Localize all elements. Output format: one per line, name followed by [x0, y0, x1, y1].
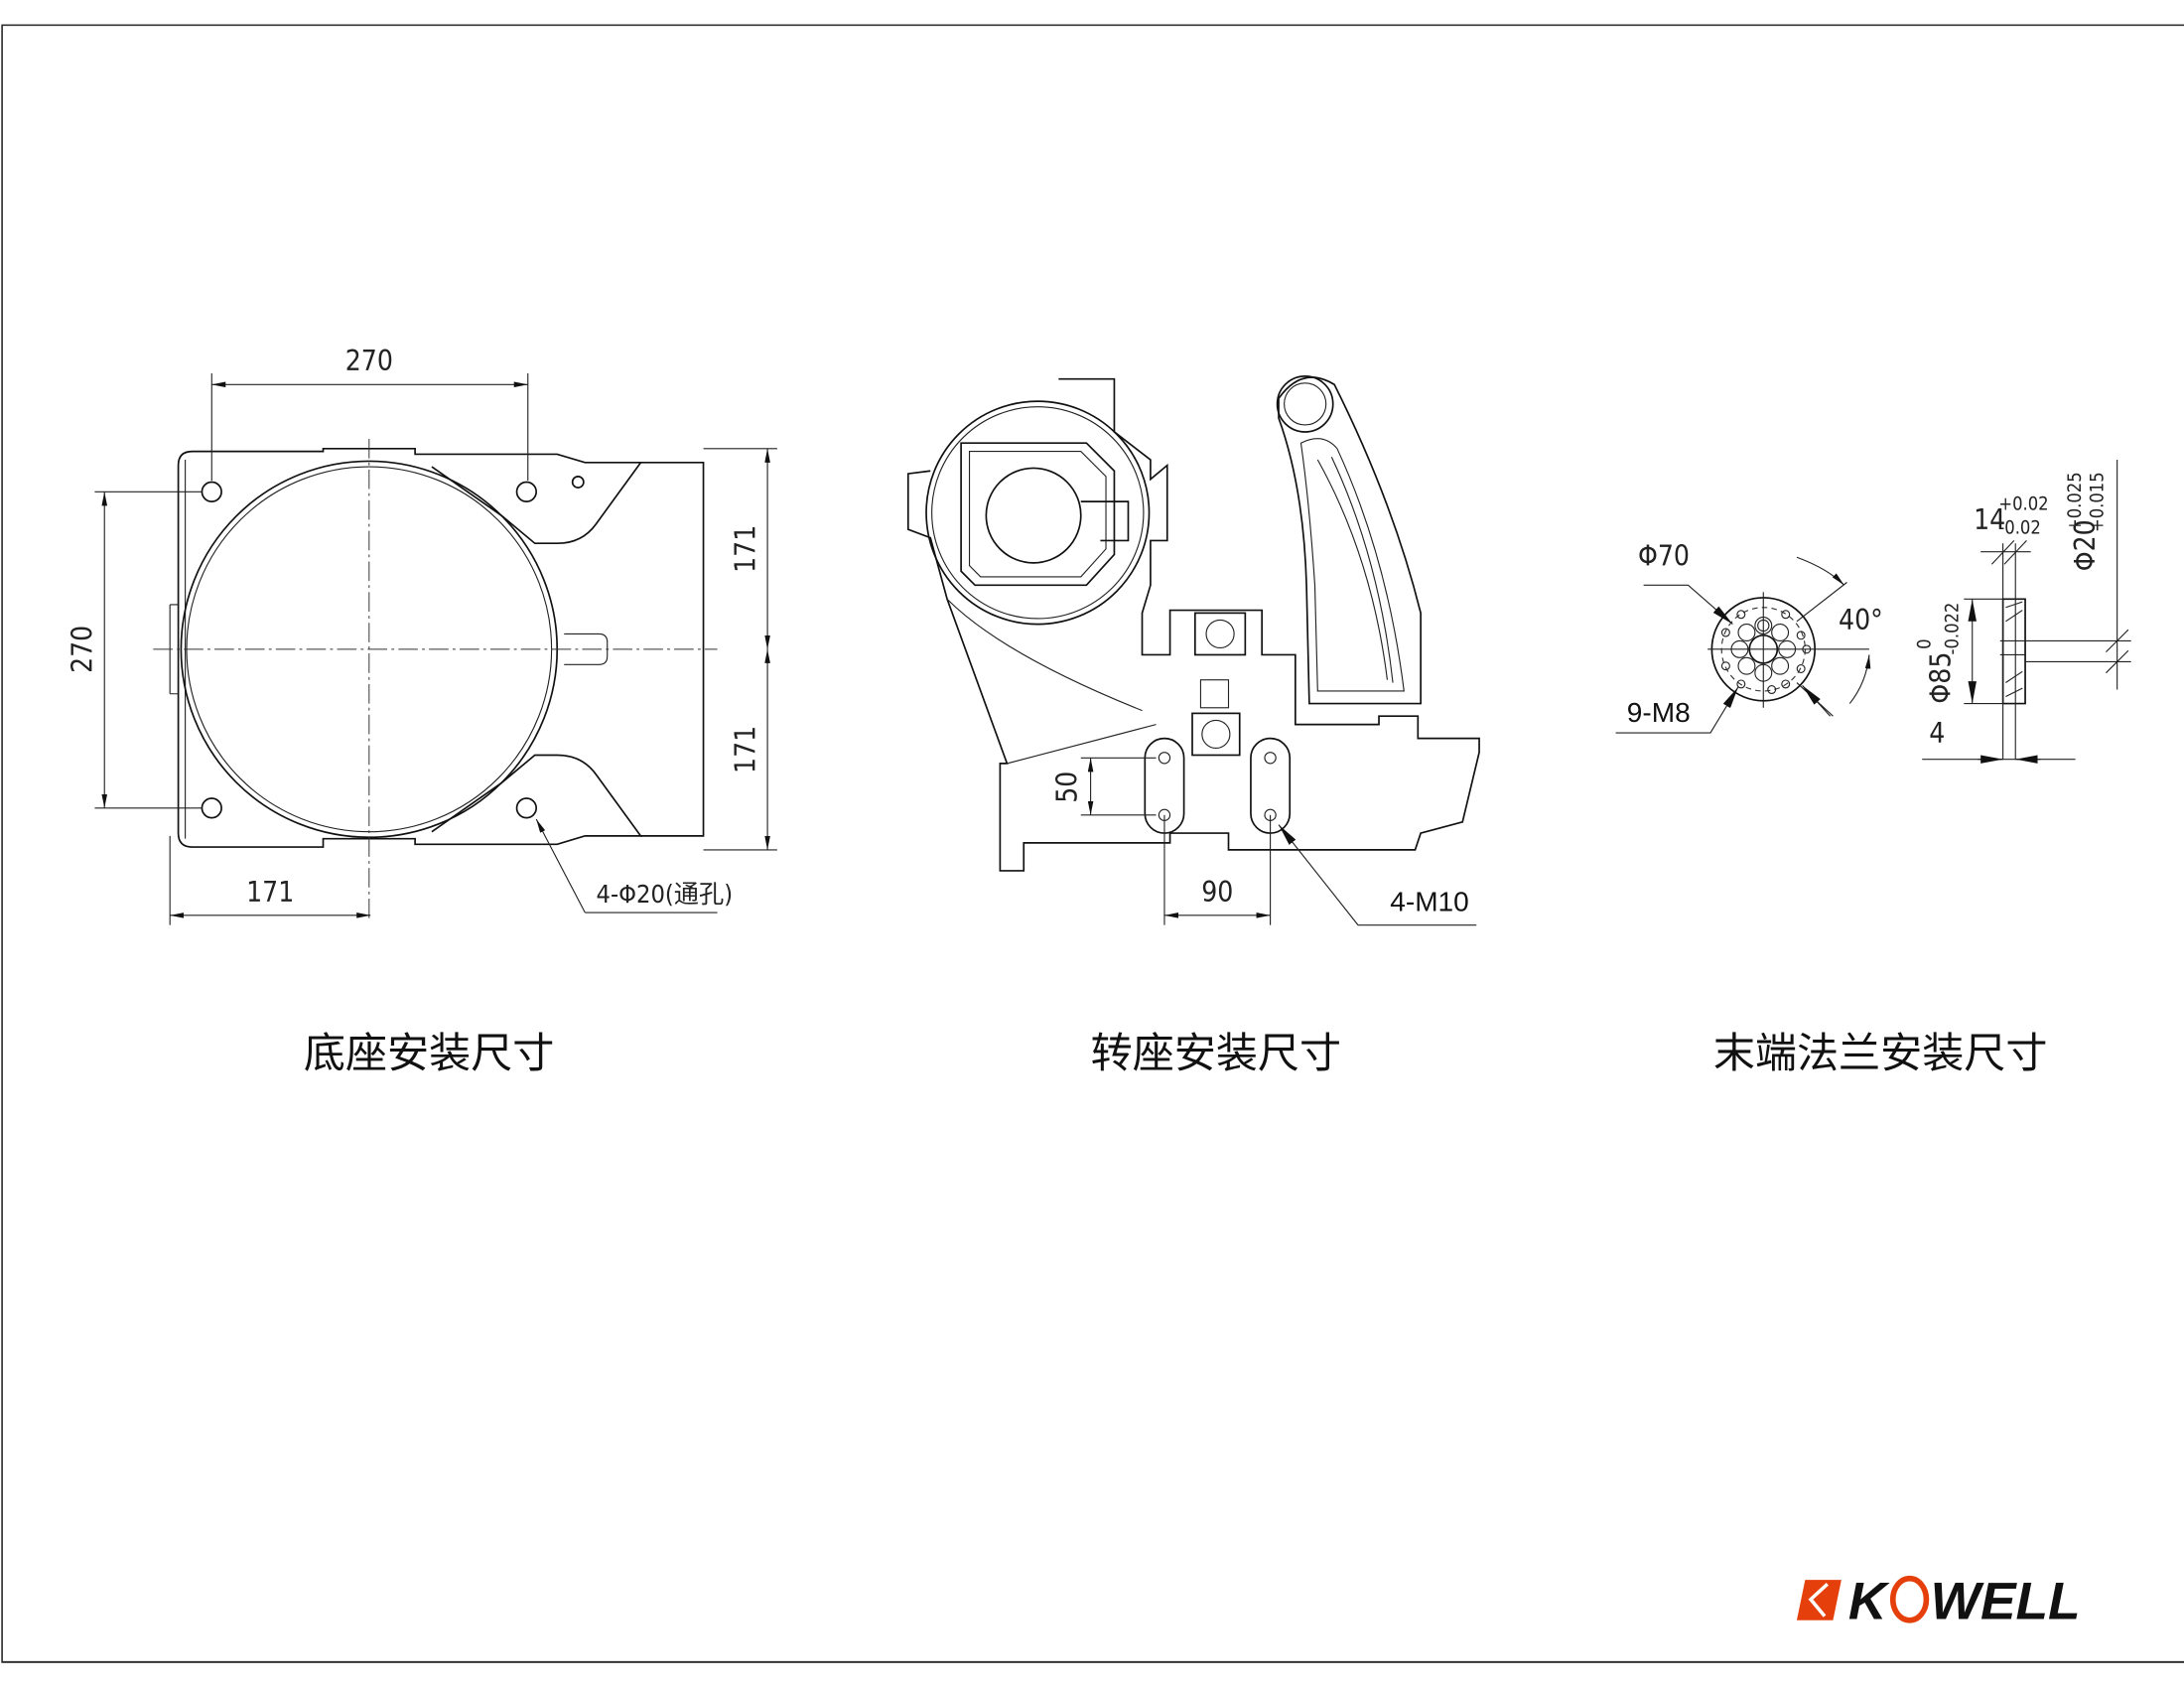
- flange-dim-bore-tol-upper: +0.025: [2065, 472, 2086, 532]
- base-view-title: 底座安装尺寸: [304, 1029, 554, 1077]
- turret-dim-slot-height: 50: [1051, 772, 1084, 803]
- base-dim-right-lower: 171: [729, 726, 761, 774]
- turret-view-title: 转座安装尺寸: [1091, 1029, 1341, 1077]
- flange-dim-thickness-tol-upper: +0.02: [1998, 494, 2048, 515]
- base-dim-holes: 4-Φ20(通孔): [597, 880, 734, 909]
- flange-dim-bore: Φ20: [2069, 519, 2102, 571]
- svg-text:K: K: [1848, 1572, 1890, 1630]
- sheet-frame: [1, 24, 2184, 1663]
- flange-dim-spigot-depth: 4: [1929, 717, 1945, 750]
- turret-dim-threads: 4-M10: [1390, 887, 1469, 917]
- base-dim-top-width: 270: [345, 345, 393, 377]
- flange-dim-outer-dia: Φ85: [1924, 652, 1957, 704]
- flange-section-view: 14 +0.02 -0.02 Φ20 +0.025 +0.015 Φ85 0 -…: [1915, 460, 2131, 764]
- flange-dim-angle: 40°: [1839, 604, 1883, 636]
- base-dim-left-height: 270: [67, 626, 99, 673]
- flange-front-view: 40° Φ70 9-M8: [1615, 540, 1883, 734]
- svg-text:WELL: WELL: [1931, 1572, 2081, 1630]
- turret-view: 50 90 4-M10: [906, 375, 1480, 926]
- turret-dim-hole-spacing: 90: [1201, 876, 1233, 909]
- base-dim-right-upper: 171: [729, 525, 761, 573]
- flange-view-title: 末端法兰安装尺寸: [1713, 1029, 2048, 1077]
- flange-dim-thickness: 14: [1974, 503, 2005, 536]
- flange-dim-thickness-tol-lower: -0.02: [1998, 517, 2040, 538]
- flange-dim-bore-tol-lower: +0.015: [2088, 472, 2109, 532]
- flange-dim-outer-tol-upper: 0: [1915, 638, 1936, 648]
- flange-dim-outer-tol-lower: -0.022: [1943, 603, 1964, 655]
- base-dim-bottom-offset: 171: [246, 876, 294, 909]
- base-view: 270 270 171 171 171 4-Φ20(通孔): [67, 345, 777, 925]
- flange-dim-pcd: Φ70: [1638, 540, 1690, 573]
- kowell-logo: K WELL: [1796, 1572, 2081, 1630]
- flange-dim-threads: 9-M8: [1627, 697, 1691, 728]
